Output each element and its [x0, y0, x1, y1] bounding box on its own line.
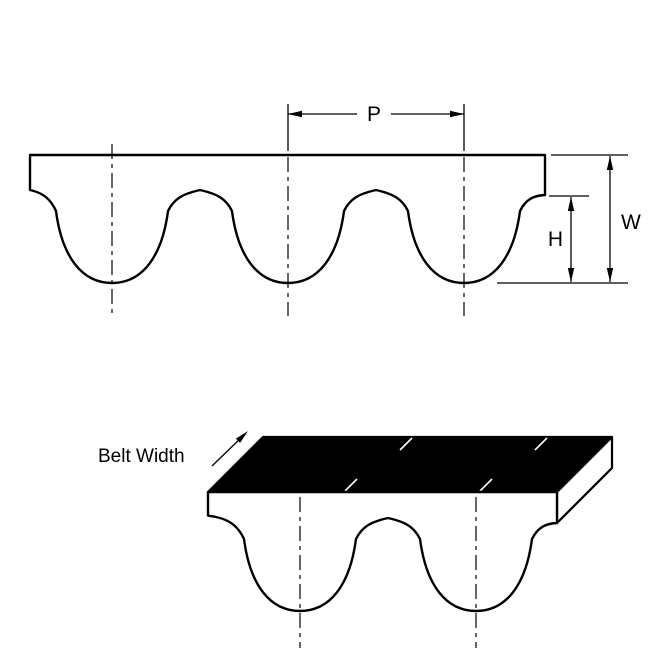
pitch-arrow-right: [450, 110, 464, 118]
width-label: W: [621, 211, 641, 234]
belt-width-label: Belt Width: [98, 446, 185, 467]
isometric-view: Belt Width: [98, 431, 614, 648]
pitch-label: P: [367, 103, 381, 126]
seam-mark-front-2: [479, 478, 493, 492]
tooth-centerlines-iso: [299, 497, 477, 648]
width-arrow-top: [606, 156, 614, 170]
profile-view: P W H: [28, 103, 641, 316]
height-arrow-bottom: [567, 268, 575, 282]
pitch-arrow-left: [288, 110, 302, 118]
seam-marks: [344, 437, 548, 492]
seam-mark-front-1: [344, 478, 358, 492]
belt-width-arrow: [235, 431, 248, 443]
belt-front-profile: [206, 490, 559, 613]
seam-mark-back-1: [399, 437, 413, 451]
height-arrow-top: [567, 197, 575, 211]
seam-mark-back-2: [534, 437, 548, 451]
width-arrow-bottom: [606, 268, 614, 282]
belt-width-annotation: Belt Width: [98, 431, 248, 467]
height-label: H: [548, 228, 563, 251]
width-dimension: W: [497, 154, 641, 284]
height-dimension: H: [548, 195, 589, 282]
tooth-centerlines: [111, 144, 465, 316]
pitch-dimension: P: [287, 103, 465, 151]
belt-top-face: [206, 435, 614, 494]
